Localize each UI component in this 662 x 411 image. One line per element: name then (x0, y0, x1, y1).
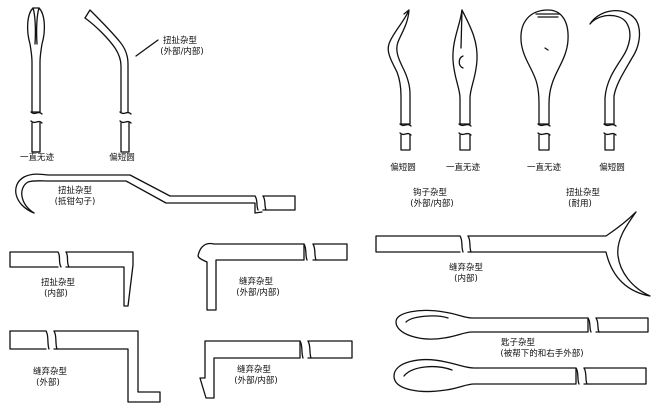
label-top-right-d: 偏短圆 (599, 163, 625, 173)
bulb-probe-top-right (521, 10, 568, 150)
spoon-instrument-upper (396, 310, 648, 339)
angled-probe-top-left (85, 10, 158, 152)
label-top-right-b: 一直无迹 (445, 163, 481, 173)
label-top-right-c: 一直无迹 (526, 163, 562, 173)
label-tr-type1-sub: (外部/内部) (410, 199, 454, 209)
long-hook-probe (16, 174, 295, 213)
retractor-mid-right (198, 244, 347, 311)
label-bot-l2: 缝弃杂型 (236, 365, 272, 375)
label-mid-r-sub: (内部) (454, 274, 478, 284)
label-hook-long-sub: (抵钳勾子) (54, 197, 96, 207)
spoon-instrument-lower (394, 360, 646, 392)
label-top-left-b: 偏短圆 (109, 153, 135, 163)
label-mid-r: 缝弃杂型 (448, 263, 484, 273)
label-spoon-sub: (被帮下的和右手外部) (500, 349, 584, 359)
label-tr-type2-sub: (耐用) (568, 199, 592, 209)
straight-probe-top-left (28, 8, 45, 152)
label-tr-type2: 扭扯杂型 (565, 188, 601, 198)
label-spoon: 匙子杂型 (500, 338, 536, 348)
label-bot-l1-sub: (外部) (36, 378, 60, 388)
label-mid-l2-sub: (外部/内部) (236, 288, 280, 298)
label-top-left-type: 扭扯杂型 (162, 36, 198, 46)
flame-probe-top-right (453, 10, 477, 150)
label-top-right-a: 偏短圆 (390, 163, 416, 173)
label-top-left-type-sub: (外部/内部) (160, 47, 204, 57)
label-bot-l2-sub: (外部/内部) (234, 376, 278, 386)
label-top-left-a: 一直无迹 (19, 153, 55, 163)
z-instrument-bottom-left (10, 331, 160, 402)
s-hook-top-right (388, 10, 411, 150)
l-instrument-mid-left (10, 252, 133, 306)
label-hook-long: 扭扯杂型 (57, 186, 93, 196)
label-mid-l1: 扭扯杂型 (40, 278, 76, 288)
crescent-retractor-right (376, 212, 650, 296)
label-mid-l1-sub: (内部) (44, 289, 68, 299)
label-bot-l1: 缝弃杂型 (32, 367, 68, 377)
curved-hook-top-right (590, 11, 639, 150)
retractor-bottom-middle (200, 341, 352, 398)
label-tr-type1: 钩子杂型 (412, 188, 448, 198)
label-mid-l2: 缝弃杂型 (238, 277, 274, 287)
